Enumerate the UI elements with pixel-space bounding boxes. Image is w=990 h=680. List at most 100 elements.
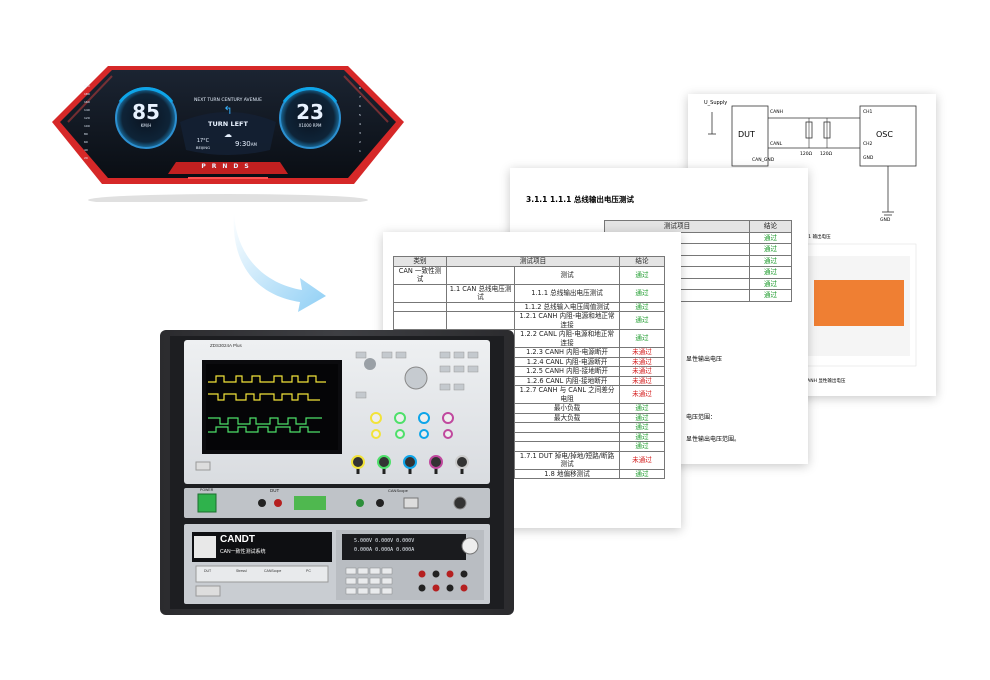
doc1-result: 通过 [619,441,665,452]
speed-tick: 20 [84,156,88,160]
label-osc: OSC [876,130,893,139]
doc1-result: 未通过 [619,366,665,377]
doc2-col-result: 结论 [749,220,792,233]
doc2-result: 通过 [749,254,792,267]
label-canl: CANL [770,142,783,147]
instrument-cluster: 85 KM/H 23 X1000 RPM NEXT TURN CENTURY A… [48,62,408,202]
doc2-side-text-2: 电压范围： [686,414,717,421]
doc1-result: 通过 [619,329,665,348]
label-can-gnd: CAN_GND [752,158,775,163]
rpm-value: 23 [296,100,324,124]
doc1-test-item: 1.2.5 CANH 内阻-接地断开 [514,366,620,377]
doc2-side-text-3: 显性输出电压范围。 [686,436,741,443]
doc1-group [445,311,516,330]
turn-left-icon: ↰ [223,104,233,117]
doc1-table-row: 1.1.2 总线输入电压阈值测试通过 [393,301,665,312]
doc1-test-item: 1.2.7 CANH 与 CANL 之间差分电阻 [514,385,620,404]
doc1-test-item: 1.8 地偏移测试 [514,468,620,479]
speed-tick: 180 [84,92,90,96]
doc1-header: 结论 [619,256,665,267]
doc1-result: 通过 [619,265,665,285]
candt-title: CANDT [220,534,255,545]
doc1-table-row: 1.2.1 CANH 内阻-电源和地正常连接通过 [393,311,665,330]
doc1-result: 通过 [619,468,665,479]
doc1-result: 未通过 [619,347,665,358]
module-label-pc: PC [306,569,311,573]
doc1-test-item: 最小负载 [514,403,620,414]
rpm-tick: 7 [359,95,361,99]
clock-time: 9:30AM [226,140,266,148]
doc1-result: 未通过 [619,375,665,386]
rpm-tick: 5 [359,113,361,117]
doc2-col-item: 测试项目 [604,220,750,233]
rpm-tick: 8 [359,86,361,90]
doc2-result: 通过 [749,231,792,244]
psu-readout-voltage: 5.000V 0.000V 0.000V [354,538,415,544]
label-ch1: CH1 [863,110,873,115]
doc2-result: 通过 [749,243,792,256]
doc1-category: CAN 一致性测试 [393,265,447,285]
doc2-result: 通过 [749,266,792,279]
rpm-unit: X1000 RPM [298,123,322,128]
label-r1: 120Ω [800,152,813,157]
doc1-group: 1.1 CAN 总线电压测试 [445,283,516,303]
speed-tick: 200 [84,84,90,88]
osc-brand: ZDS3024A Plus [210,343,242,348]
doc1-test-item: 1.2.1 CANH 内阻-电源和地正常连接 [514,311,620,330]
gear-r: R [211,163,223,170]
canscope-label: CANScope [388,488,408,493]
label-supply: U_Supply [704,100,728,106]
rpm-tick-labels: 8 7 6 5 4 3 2 1 [354,84,366,156]
doc1-category [393,301,447,312]
doc1-test-item [514,431,620,442]
doc1-result: 未通过 [619,385,665,404]
arrow-curve-icon [233,212,326,312]
doc1-test-item: 1.1.2 总线输入电压阈值测试 [514,301,620,312]
label-r2: 120Ω [820,152,833,157]
temperature: 17°C [196,138,210,144]
speed-tick: 40 [84,148,88,152]
candt-subtitle: CAN一致性测试系统 [220,549,266,555]
rpm-tick: 3 [359,131,361,135]
cloud-icon: ☁ [224,130,232,139]
speed-tick: 60 [84,140,88,144]
label-canh: CANH [770,110,783,115]
psu-readout-current: 0.000A 0.000A 0.000A [354,547,415,553]
doc1-result: 通过 [619,403,665,414]
doc1-category [393,283,447,303]
speed-tick: 80 [84,132,88,136]
doc1-test-item: 1.2.6 CANL 内阻-接地断开 [514,375,620,386]
doc1-test-item: 1.1.1 总线输出电压测试 [514,283,620,303]
doc1-table-row: CAN 一致性测试测试通过 [393,265,665,285]
doc2-result: 通过 [749,289,792,302]
doc1-test-item: 1.2.2 CANL 内阻-电源和地正常连接 [514,329,620,348]
module-label-stress: Stressⅰ [236,569,247,573]
doc1-result: 通过 [619,422,665,433]
city: BEIJING [195,145,211,150]
doc1-result: 通过 [619,283,665,303]
figure-title: 1.1 输出电压 [804,235,831,240]
gear-p: P [201,163,212,170]
module-label-canscope: CANScope [264,569,282,573]
doc1-result: 未通过 [619,450,665,470]
speed-tick: 140 [84,108,90,112]
doc1-test-item [514,422,620,433]
label-gnd: GND [880,218,891,223]
doc1-result: 通过 [619,311,665,330]
dut-label: DUT [270,488,280,493]
speed-tick: 100 [84,124,90,128]
doc1-result: 通过 [619,431,665,442]
nav-text: NEXT TURN CENTURY AVENUE [194,98,262,103]
label-gnd-osc: GND [863,156,874,161]
turn-text: TURN LEFT [208,120,248,128]
label-ch2: CH2 [863,142,873,147]
doc1-test-item: 1.2.3 CANH 内阻-电源断开 [514,347,620,358]
doc1-group [445,265,516,285]
doc1-header: 类别 [393,256,447,267]
rpm-tick: 1 [359,149,361,153]
doc1-test-item [514,441,620,452]
doc1-result: 通过 [619,301,665,312]
test-rack: ZDS3024A Plus POWER DUT CANScope CANDT C… [160,330,514,615]
gear-selector: PRNDS [188,163,268,170]
rpm-tick: 2 [359,140,361,144]
